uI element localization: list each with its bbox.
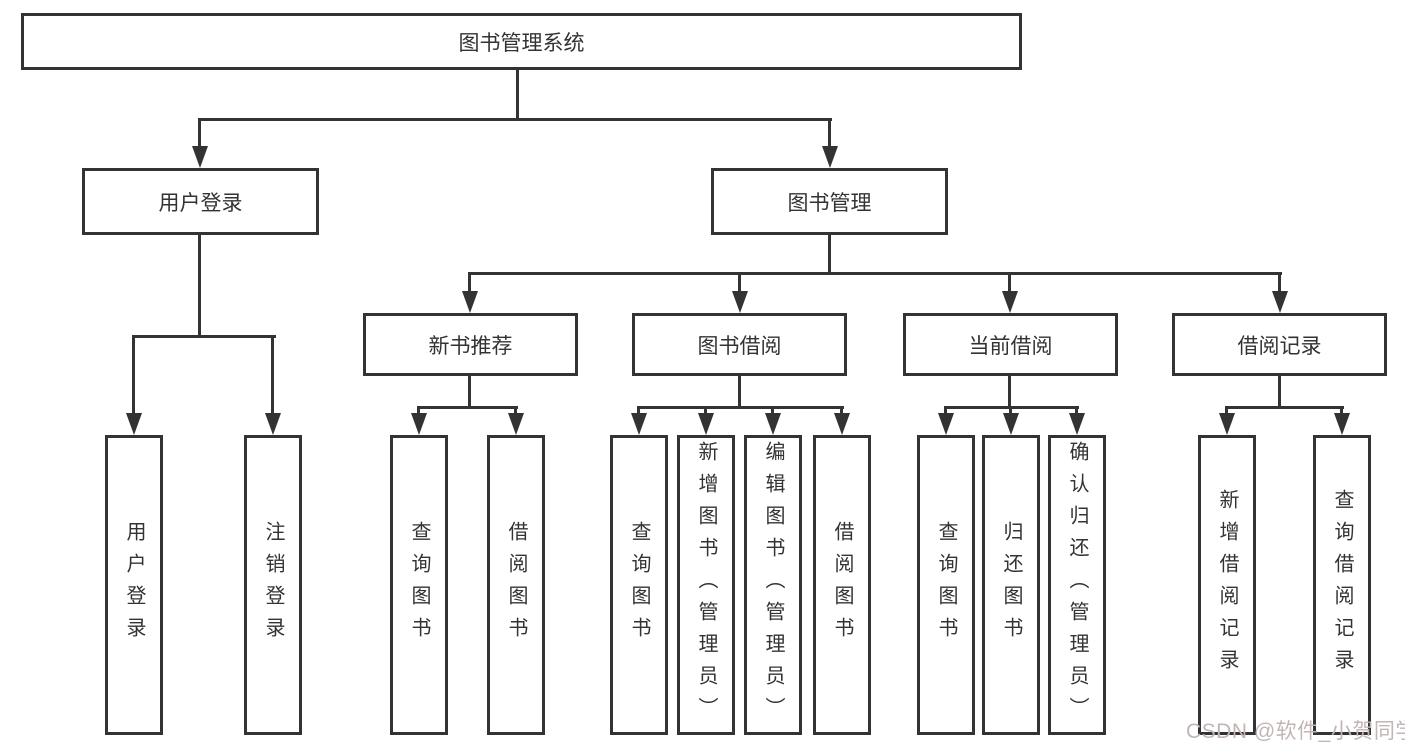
node-label: 新书推荐 [428,334,513,358]
connector-line [1340,408,1343,415]
connector-line [944,408,947,415]
leaf-label: 归还图书 [1000,521,1022,649]
arrowhead-icon [1003,413,1019,435]
leaf-label: 编辑图书（管理员） [762,441,784,729]
arrowhead-icon [508,413,524,435]
arrowhead-icon [1069,413,1085,435]
leaf-label: 借阅图书 [831,521,853,649]
connector-line [417,406,518,409]
arrowhead-icon [1219,413,1235,435]
node-new-book-recommend: 新书推荐 [363,313,578,376]
leaf-label: 新增图书（管理员） [695,441,717,729]
leaf-user-login: 用户登录 [105,435,163,735]
leaf-label: 查询借阅记录 [1331,489,1353,681]
node-borrow-records: 借阅记录 [1172,313,1387,376]
connector-line [514,408,517,415]
connector-line [738,376,741,408]
leaf-query-books-borrow: 查询图书 [610,435,668,735]
leaf-query-books-current: 查询图书 [917,435,975,735]
connector-line [468,272,1282,275]
leaf-add-book-admin: 新增图书（管理员） [677,435,735,735]
node-root-library-system: 图书管理系统 [21,13,1022,70]
connector-line [417,408,420,415]
leaf-label: 新增借阅记录 [1216,489,1238,681]
connector-line [840,408,843,415]
node-book-management: 图书管理 [711,168,948,235]
arrowhead-icon [1002,291,1018,313]
leaf-label: 借阅图书 [505,521,527,649]
connector-line [1225,406,1344,409]
node-label: 图书管理系统 [458,31,585,55]
node-label: 图书管理 [787,191,872,215]
arrowhead-icon [698,413,714,435]
connector-line [1008,274,1011,293]
connector-line [1225,408,1228,415]
connector-line [198,120,201,148]
connector-line [1075,408,1078,415]
arrowhead-icon [462,291,478,313]
arrowhead-icon [265,413,281,435]
connector-line [132,335,276,338]
leaf-borrow-books-recommend: 借阅图书 [487,435,545,735]
leaf-label: 注销登录 [262,521,284,649]
node-label: 借阅记录 [1237,334,1322,358]
node-label: 图书借阅 [697,334,782,358]
connector-line [198,235,201,337]
node-label: 当前借阅 [968,334,1053,358]
connector-line [516,70,519,120]
leaf-return-books: 归还图书 [982,435,1040,735]
leaf-query-borrow-record: 查询借阅记录 [1313,435,1371,735]
leaf-query-books-recommend: 查询图书 [390,435,448,735]
connector-line [771,408,774,415]
connector-line [132,337,135,415]
leaf-confirm-return-admin: 确认归还（管理员） [1048,435,1106,735]
leaf-label: 查询图书 [408,521,430,649]
connector-line [1008,376,1011,408]
arrowhead-icon [732,291,748,313]
arrowhead-icon [938,413,954,435]
connector-line [468,376,471,408]
node-current-borrow: 当前借阅 [903,313,1118,376]
arrowhead-icon [411,413,427,435]
leaf-label: 用户登录 [123,521,145,649]
leaf-label: 查询图书 [935,521,957,649]
connector-line [828,235,831,274]
connector-line [198,118,832,121]
connector-line [637,406,844,409]
arrowhead-icon [765,413,781,435]
node-user-login: 用户登录 [82,168,319,235]
connector-line [738,274,741,293]
leaf-label: 查询图书 [628,521,650,649]
connector-line [271,337,274,415]
leaf-label: 确认归还（管理员） [1066,441,1088,729]
arrowhead-icon [1334,413,1350,435]
csdn-watermark: CSDN @软件_小贺同学 [1186,720,1405,743]
arrowhead-icon [834,413,850,435]
connector-line [1278,274,1281,293]
connector-line [1278,376,1281,408]
connector-line [828,120,831,148]
node-label: 用户登录 [158,191,243,215]
arrowhead-icon [1272,291,1288,313]
leaf-borrow-books: 借阅图书 [813,435,871,735]
leaf-add-borrow-record: 新增借阅记录 [1198,435,1256,735]
node-book-borrow: 图书借阅 [632,313,847,376]
connector-line [1009,408,1012,415]
connector-line [468,274,471,293]
arrowhead-icon [822,146,838,168]
arrowhead-icon [631,413,647,435]
connector-line [637,408,640,415]
connector-line [944,406,1079,409]
leaf-logout: 注销登录 [244,435,302,735]
arrowhead-icon [192,146,208,168]
connector-line [704,408,707,415]
arrowhead-icon [126,413,142,435]
leaf-edit-book-admin: 编辑图书（管理员） [744,435,802,735]
